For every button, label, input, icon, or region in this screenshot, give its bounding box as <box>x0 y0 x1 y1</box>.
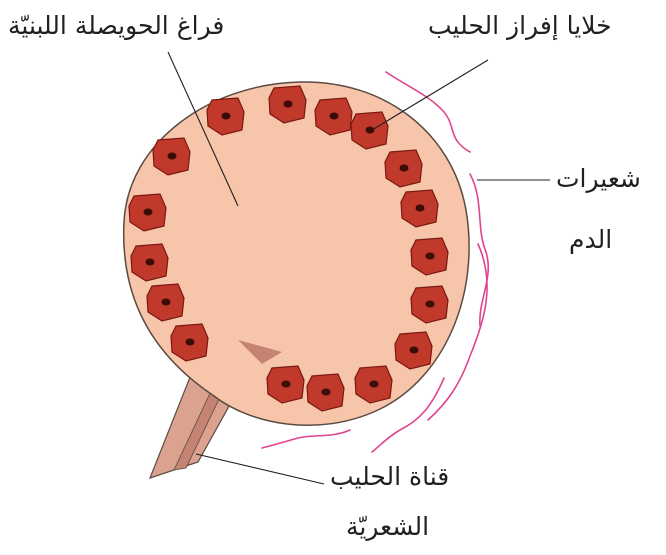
secretory-cell <box>401 190 438 227</box>
cell-nucleus <box>330 113 339 120</box>
cell-nucleus <box>322 389 331 396</box>
secretory-cell <box>269 86 306 123</box>
secretory-cell <box>307 374 344 411</box>
cell-nucleus <box>416 205 425 212</box>
secretory-cell <box>315 98 352 135</box>
duct-label-line1: قناة الحليب <box>330 461 449 494</box>
cell-nucleus <box>410 347 419 354</box>
cell-nucleus <box>168 153 177 160</box>
cell-nucleus <box>426 253 435 260</box>
secretory-cell <box>131 244 168 281</box>
duct-label-line2: الشعريّة <box>346 511 429 544</box>
secretory-cell <box>395 332 432 369</box>
secretory-cell <box>267 366 304 403</box>
cell-nucleus <box>426 301 435 308</box>
secretory-cell <box>411 286 448 323</box>
cell-nucleus <box>284 101 293 108</box>
lumen-label: فراغ الحويصلة اللبنيّة <box>8 10 224 43</box>
cell-nucleus <box>186 339 195 346</box>
secretory-cell <box>147 284 184 321</box>
secretory-cell <box>385 150 422 187</box>
secretory-cell <box>355 366 392 403</box>
capillaries-label-line2: الدم <box>569 224 612 257</box>
capillaries-label-line1: شعيرات <box>556 163 641 196</box>
secretory-cells-leader <box>372 60 488 130</box>
cell-nucleus <box>282 381 291 388</box>
secretory-cell <box>411 238 448 275</box>
duct-leader <box>196 454 324 484</box>
secretory-cells-label: خلايا إفراز الحليب <box>428 10 612 43</box>
cell-nucleus <box>146 259 155 266</box>
cell-nucleus <box>222 113 231 120</box>
capillary-5 <box>262 430 350 448</box>
secretory-cell <box>351 112 388 149</box>
secretory-cell <box>171 324 208 361</box>
cell-nucleus <box>370 381 379 388</box>
cell-nucleus <box>162 299 171 306</box>
cell-nucleus <box>400 165 409 172</box>
cell-nucleus <box>144 209 153 216</box>
cell-nucleus <box>366 127 375 134</box>
secretory-cell <box>129 194 166 231</box>
secretory-cell <box>207 98 244 135</box>
secretory-cell <box>153 138 190 175</box>
